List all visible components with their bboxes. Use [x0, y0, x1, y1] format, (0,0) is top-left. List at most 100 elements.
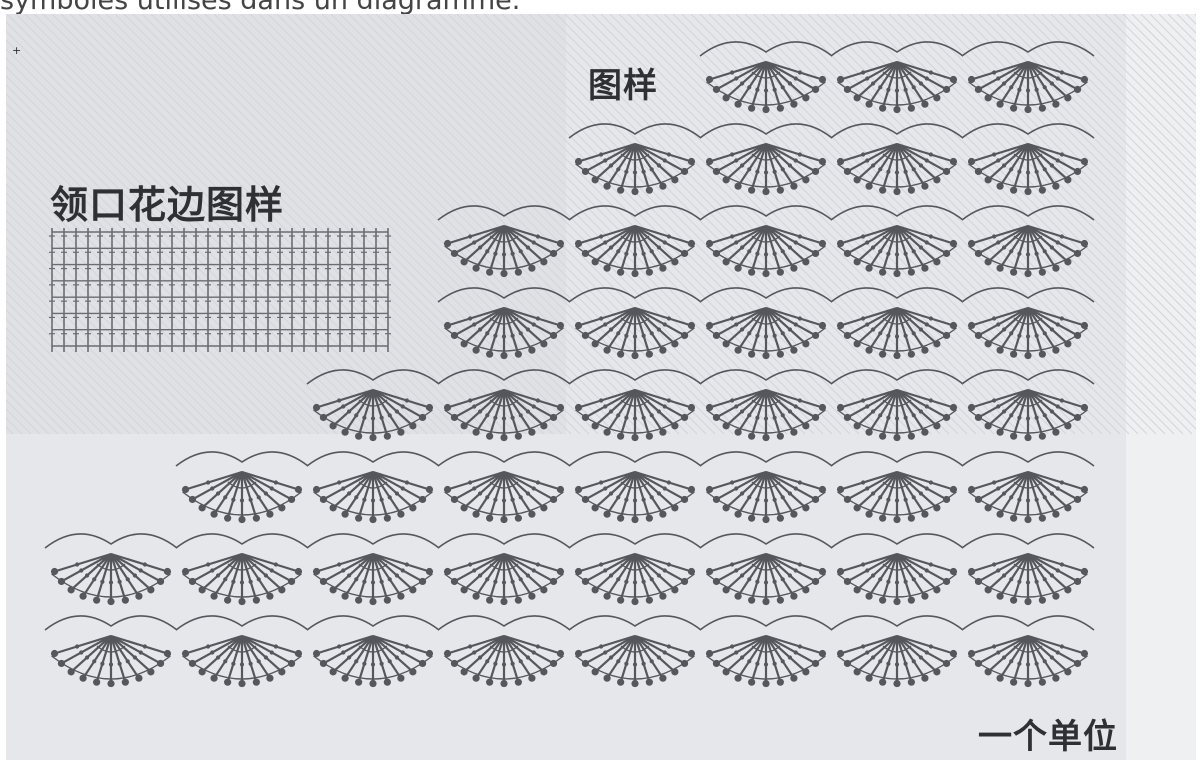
stitch-dot [656, 573, 662, 578]
picot-knot [617, 268, 625, 276]
fan-spoke [709, 60, 767, 81]
background-hatch [384, 14, 806, 435]
chain-arc [699, 287, 833, 303]
stitch-dot [793, 568, 798, 573]
fan-spoke [372, 471, 402, 515]
stitch-dot [928, 234, 933, 239]
fan-edge [837, 409, 957, 434]
stitch-dot [772, 333, 777, 338]
stitch-dot [493, 497, 498, 502]
fan-spoke [344, 635, 374, 679]
picot-knot [748, 350, 756, 358]
chain-arc [568, 451, 702, 467]
fan-spoke [634, 225, 676, 263]
stitch-dot [641, 415, 646, 420]
fan-spoke [896, 470, 954, 491]
stitch-dot [632, 580, 638, 585]
fan-edge [51, 655, 171, 680]
picot-knot [514, 678, 522, 686]
fan-spoke [502, 635, 520, 683]
fan-spoke [475, 225, 505, 269]
stitch-dot [1042, 413, 1047, 418]
fan-spoke [1027, 470, 1085, 491]
fan-spoke [503, 553, 533, 597]
fan-spoke [241, 553, 293, 583]
fan-edge [444, 409, 564, 434]
fan-motif [568, 451, 702, 524]
stitch-dot [493, 661, 498, 666]
picot-knot [631, 679, 639, 688]
stitch-dot [747, 495, 752, 500]
fan-spoke [357, 389, 375, 437]
stitch-dot [747, 413, 752, 418]
stitch-dot [772, 579, 777, 584]
picot-knot [687, 403, 696, 412]
picot-knot [224, 514, 232, 522]
fan-spoke [475, 307, 505, 351]
background-hatch [501, 14, 923, 435]
background-hatch [6, 264, 176, 435]
fan-spoke [584, 471, 636, 501]
picot-knot [1080, 567, 1089, 576]
stitch-dot [878, 85, 883, 90]
stitch-dot [599, 562, 604, 567]
fan-spoke [634, 635, 686, 665]
background-hatch [429, 14, 851, 435]
fan-inner [358, 399, 388, 407]
stitch-dot [666, 644, 671, 649]
fan-spoke [110, 553, 152, 591]
picot-knot [486, 596, 494, 604]
stitch-dot [996, 76, 1001, 81]
picot-knot [836, 649, 845, 658]
stitch-dot [649, 577, 654, 582]
stitch-dot [861, 398, 866, 403]
picot-knot [748, 104, 756, 112]
fan-spoke [868, 307, 898, 351]
stitch-dot [656, 409, 662, 414]
fan-spoke [633, 471, 651, 519]
stitch-dot [924, 240, 929, 245]
fan-spoke [725, 307, 767, 345]
background-hatch [789, 14, 1196, 421]
stitch-dot [734, 240, 739, 245]
fan-spoke [977, 389, 1029, 419]
stitch-dot [215, 655, 221, 660]
stitch-dot [992, 562, 997, 567]
fan-spoke [896, 224, 954, 245]
background-hatch [1068, 14, 1196, 142]
background-hatch [6, 345, 95, 435]
fan-spoke [1027, 553, 1069, 591]
fan-spoke [584, 143, 636, 173]
stitch-dot [878, 331, 883, 336]
fan-spoke [54, 634, 112, 655]
fan-spoke [856, 143, 898, 181]
stitch-dot [1009, 331, 1014, 336]
picot-knot [397, 592, 405, 600]
picot-knot [443, 485, 452, 494]
fan-inner [358, 563, 388, 571]
fan-motif [437, 451, 571, 524]
fan-spoke [1026, 225, 1044, 273]
fan-spoke [1027, 389, 1069, 427]
fan-spoke [453, 225, 505, 255]
picot-knot [341, 674, 349, 682]
background-hatch [6, 156, 284, 435]
fan-spoke [503, 552, 561, 573]
fan-spoke [634, 142, 692, 163]
fan-spoke [634, 635, 664, 679]
fan-spoke [447, 552, 505, 573]
stitch-dot [649, 659, 654, 664]
fan-spoke [971, 224, 1029, 245]
stitch-dot [780, 85, 785, 90]
stitch-dot [263, 655, 269, 660]
picot-knot [645, 350, 653, 358]
stitch-dot [210, 650, 215, 655]
background-hatch [1041, 14, 1196, 169]
fan-spoke [715, 61, 767, 91]
picot-knot [836, 157, 845, 166]
stitch-dot [1034, 169, 1039, 174]
fan-spoke [856, 635, 898, 673]
stitch-dot [1009, 413, 1014, 418]
stitch-dot [379, 415, 384, 420]
background-hatch [330, 14, 752, 435]
